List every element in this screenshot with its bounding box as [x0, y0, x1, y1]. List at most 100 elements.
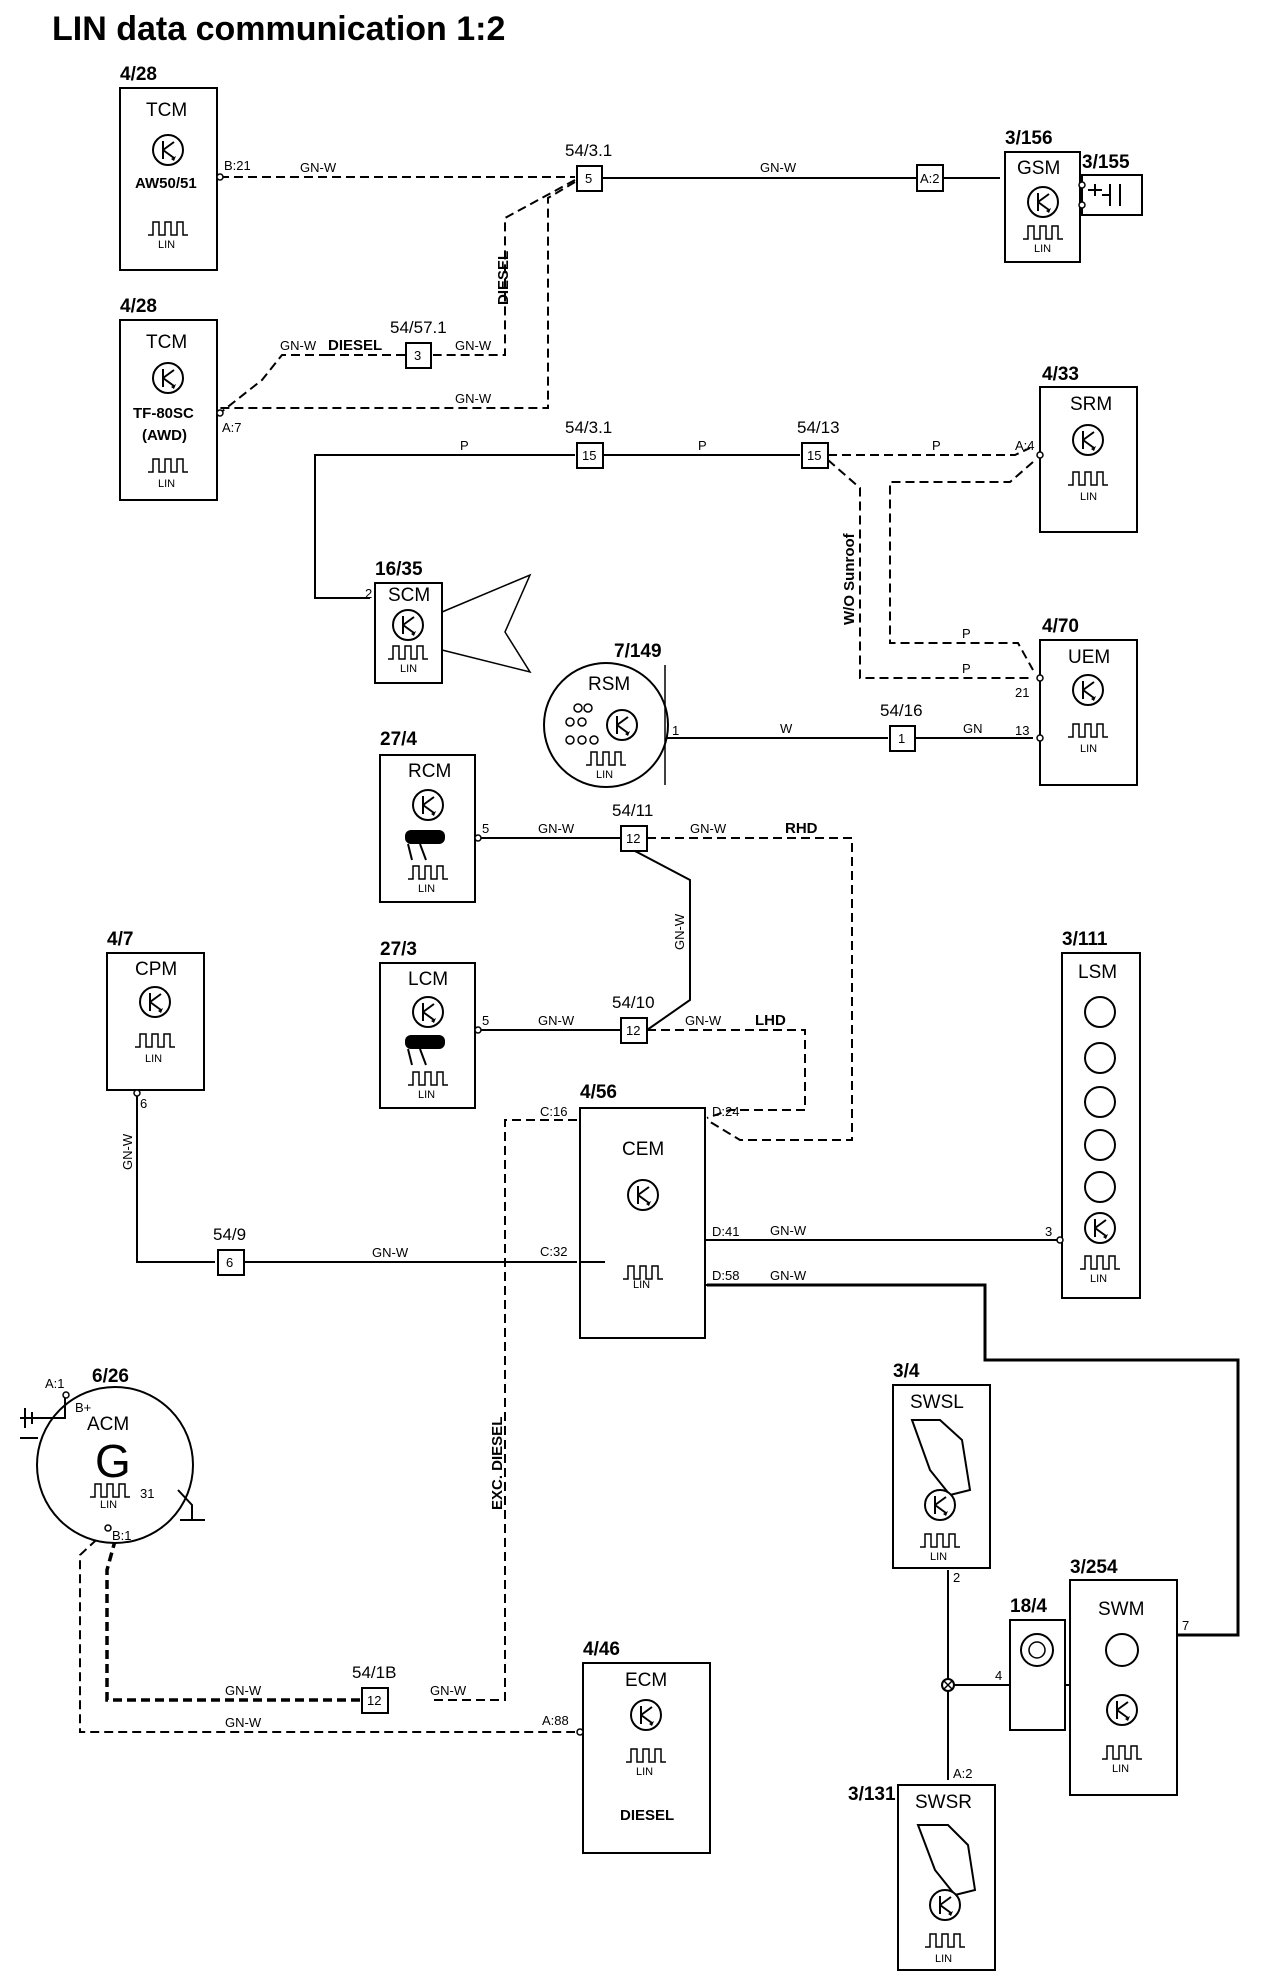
svg-text:1: 1 — [672, 723, 679, 738]
svg-text:CEM: CEM — [622, 1139, 664, 1160]
svg-text:3/111: 3/111 — [1062, 929, 1108, 950]
svg-text:6/26: 6/26 — [92, 1366, 129, 1387]
svg-text:54/13: 54/13 — [797, 418, 840, 437]
wire-color-label: GN-W — [455, 338, 492, 353]
svg-text:ECM: ECM — [625, 1670, 667, 1691]
components: 4/28 TCM AW50/51 LIN B:21 4/28 TCM TF-80… — [20, 64, 1189, 1971]
svg-text:27/3: 27/3 — [380, 939, 417, 960]
swm-module: 3/254 SWM LIN 7 — [1069, 1557, 1189, 1796]
light-switch-icons — [1084, 996, 1116, 1203]
connector-54-10: 54/10 12 — [612, 993, 655, 1044]
transistor-icon — [139, 986, 171, 1018]
rain-sensor-icon — [405, 830, 445, 861]
transistor-icon — [1072, 674, 1104, 706]
svg-text:54/57.1: 54/57.1 — [390, 318, 447, 337]
svg-text:A:2: A:2 — [953, 1766, 973, 1781]
svg-text:12: 12 — [367, 1693, 381, 1708]
svg-text:SWSR: SWSR — [915, 1792, 972, 1813]
clock-spring-module: 18/4 4 — [995, 1596, 1066, 1731]
wire-color-label: GN-W — [538, 1013, 575, 1028]
wire-color-label: GN-W — [538, 821, 575, 836]
lamp-sensor-icon — [405, 1035, 445, 1066]
svg-text:TF-80SC: TF-80SC — [133, 405, 194, 422]
svg-text:LIN: LIN — [1080, 743, 1097, 755]
svg-text:4/70: 4/70 — [1042, 616, 1079, 637]
svg-text:LIN: LIN — [930, 1551, 947, 1563]
connector-54-11: 54/11 12 — [612, 801, 653, 852]
wire-color-label: GN-W — [372, 1245, 409, 1260]
scm-module: 16/35 SCM LIN 2 — [365, 559, 532, 684]
swsr-module: 3/131 SWSR LIN A:2 — [848, 1766, 996, 1971]
ground-icon — [177, 1489, 205, 1521]
svg-text:A:4: A:4 — [1015, 438, 1035, 453]
svg-text:3: 3 — [1045, 1224, 1052, 1239]
svg-text:54/3.1: 54/3.1 — [565, 141, 612, 160]
svg-text:5: 5 — [585, 171, 592, 186]
svg-text:DIESEL: DIESEL — [620, 1807, 674, 1824]
wire-color-label: GN-W — [225, 1715, 262, 1730]
wire-color-label: P — [698, 438, 707, 453]
srm-module: 4/33 SRM LIN A:4 — [1015, 364, 1138, 533]
stalk-lever-icon — [916, 1824, 977, 1897]
svg-text:LIN: LIN — [145, 1053, 162, 1065]
svg-text:3/156: 3/156 — [1005, 128, 1053, 149]
svg-text:27/4: 27/4 — [380, 729, 417, 750]
svg-text:54/1B: 54/1B — [352, 1663, 396, 1682]
svg-text:4/33: 4/33 — [1042, 364, 1079, 385]
svg-text:C:16: C:16 — [540, 1104, 567, 1119]
svg-text:31: 31 — [140, 1486, 154, 1501]
note-diesel: DIESEL — [328, 337, 382, 354]
transistor-icon — [606, 709, 638, 741]
svg-text:A:88: A:88 — [542, 1713, 569, 1728]
svg-text:3/131: 3/131 — [848, 1784, 896, 1805]
wire-color-label: GN-W — [760, 160, 797, 175]
lcm-module: 27/3 LCM LIN 5 — [379, 939, 489, 1109]
svg-text:7: 7 — [1182, 1618, 1189, 1633]
svg-text:LIN: LIN — [158, 239, 175, 251]
svg-text:SCM: SCM — [388, 585, 430, 606]
wire-color-label: GN-W — [120, 1133, 135, 1170]
wire-color-label: W — [780, 721, 793, 736]
svg-text:3/155: 3/155 — [1082, 152, 1130, 173]
swsl-module: 3/4 SWSL LIN 2 — [892, 1361, 991, 1585]
svg-text:15: 15 — [582, 448, 596, 463]
svg-text:54/3.1: 54/3.1 — [565, 418, 612, 437]
svg-text:CPM: CPM — [135, 959, 177, 980]
camera-lens-icon — [441, 573, 532, 674]
svg-text:TCM: TCM — [146, 332, 187, 353]
svg-text:18/4: 18/4 — [1010, 1596, 1047, 1617]
svg-text:UEM: UEM — [1068, 647, 1110, 668]
wire-color-label: P — [932, 438, 941, 453]
svg-text:54/16: 54/16 — [880, 701, 923, 720]
connector-54-13: 54/13 15 — [797, 418, 840, 469]
wire-color-label: P — [962, 661, 971, 676]
transistor-icon — [1072, 424, 1104, 456]
tcm-aw50-module: 4/28 TCM AW50/51 LIN B:21 — [119, 64, 251, 271]
wire-color-label: P — [962, 626, 971, 641]
svg-text:LIN: LIN — [1090, 1273, 1107, 1285]
note-wo-sunroof: W/O Sunroof — [841, 532, 858, 625]
svg-text:A:2: A:2 — [920, 171, 940, 186]
svg-text:6: 6 — [226, 1255, 233, 1270]
svg-text:4/28: 4/28 — [120, 64, 157, 85]
svg-text:3: 3 — [414, 348, 421, 363]
wires: GN-W GN-W DIESEL GN-W DIESEL GN-W GN-W P… — [79, 160, 1240, 1780]
ecm-module: 4/46 ECM LIN DIESEL A:88 — [542, 1639, 711, 1854]
lsm-module: 3/111 LSM LIN 3 — [1045, 929, 1141, 1299]
svg-text:4/28: 4/28 — [120, 296, 157, 317]
connector-54-18: 54/1B 12 — [352, 1663, 396, 1714]
svg-text:54/9: 54/9 — [213, 1225, 246, 1244]
svg-text:54/10: 54/10 — [612, 993, 655, 1012]
wire-color-label: GN-W — [455, 391, 492, 406]
svg-text:7/149: 7/149 — [614, 641, 662, 662]
svg-text:B:1: B:1 — [112, 1528, 132, 1543]
note-rhd: RHD — [785, 820, 818, 837]
note-exc-diesel: EXC. DIESEL — [489, 1417, 506, 1510]
connector-54-16: 54/16 1 — [880, 701, 923, 752]
transistor-icon — [1084, 1212, 1116, 1244]
svg-text:1: 1 — [898, 731, 905, 746]
svg-text:LIN: LIN — [100, 1499, 117, 1511]
svg-text:ACM: ACM — [87, 1414, 129, 1435]
wire-color-label: GN-W — [685, 1013, 722, 1028]
